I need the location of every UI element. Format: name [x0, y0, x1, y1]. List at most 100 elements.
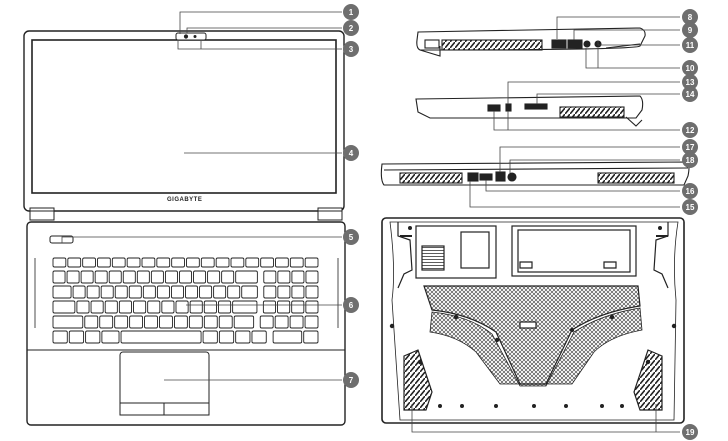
- svg-text:6: 6: [349, 301, 354, 310]
- keyboard-key: [179, 270, 192, 284]
- rear-vent-right: [597, 172, 675, 184]
- svg-text:17: 17: [686, 143, 695, 152]
- side2-vent: [559, 106, 625, 118]
- webcam-led: [193, 35, 197, 38]
- keyboard-key: [133, 300, 147, 314]
- svg-text:14: 14: [686, 90, 695, 99]
- webcam-module: [175, 32, 207, 41]
- keyboard-key: [277, 300, 291, 314]
- side2-sd-slot: [524, 103, 548, 110]
- keyboard-key: [175, 300, 189, 314]
- bottom-chassis: [381, 217, 685, 424]
- keyboard-key: [173, 315, 188, 329]
- keyboard-key: [289, 257, 304, 268]
- side1-slot: [424, 39, 440, 49]
- keyboard-key: [221, 270, 235, 284]
- keyboard-key: [104, 300, 118, 314]
- keyboard-key: [213, 285, 227, 299]
- callout-badge-7: 7: [343, 372, 359, 388]
- callout-badge-4: 4: [343, 145, 359, 161]
- display-panel: [31, 39, 337, 194]
- keyboard-key: [72, 285, 86, 299]
- svg-text:10: 10: [686, 64, 695, 73]
- callout-badge-12: 12: [682, 122, 698, 138]
- keyboard-key: [291, 270, 305, 284]
- keyboard-key: [52, 285, 72, 299]
- callout-badge-5: 5: [343, 229, 359, 245]
- callout-badge-3: 3: [343, 41, 359, 57]
- keyboard-key: [86, 285, 100, 299]
- keyboard-key: [289, 315, 304, 329]
- keyboard-key: [161, 300, 175, 314]
- keyboard-key: [68, 330, 85, 344]
- svg-text:19: 19: [686, 428, 695, 437]
- rear-vent-left: [399, 172, 463, 184]
- rear-view: [380, 161, 690, 186]
- keyboard-key: [263, 270, 277, 284]
- keyboard-key: [218, 330, 235, 344]
- keyboard-key: [232, 300, 258, 314]
- keyboard-key: [199, 285, 213, 299]
- keyboard-key: [171, 257, 185, 268]
- keyboard-key: [114, 315, 129, 329]
- keyboard-key: [52, 270, 66, 284]
- side1-audio-1: [583, 40, 591, 48]
- keyboard-key: [52, 300, 76, 314]
- callout-badge-17: 17: [682, 139, 698, 155]
- keyboard-key: [262, 300, 276, 314]
- keyboard-key: [156, 285, 170, 299]
- keyboard-key: [203, 300, 217, 314]
- keyboard-key: [259, 315, 274, 329]
- keyboard-key: [185, 285, 199, 299]
- callout-badge-10: 10: [682, 60, 698, 76]
- keyboard-key: [136, 270, 150, 284]
- keyboard-key: [305, 285, 319, 299]
- keyboard-key: [141, 257, 156, 268]
- svg-text:2: 2: [349, 24, 354, 33]
- side1-usb-a-2: [567, 39, 583, 49]
- keyboard-key: [233, 315, 255, 329]
- keyboard-key: [203, 315, 218, 329]
- svg-text:12: 12: [686, 126, 695, 135]
- bottom-speaker-right: [633, 349, 663, 411]
- bottom-small-vent: [421, 245, 445, 271]
- keyboard-key: [260, 257, 274, 268]
- keyboard-key: [235, 330, 251, 344]
- keyboard-key: [85, 330, 101, 344]
- keyboard-key: [241, 285, 258, 299]
- bottom-view: [381, 217, 685, 424]
- keyboard-key: [128, 285, 142, 299]
- keyboard-key: [170, 285, 184, 299]
- svg-text:13: 13: [686, 78, 695, 87]
- bottom-label-plate: [519, 321, 537, 329]
- callout-badge-16: 16: [682, 183, 698, 199]
- touchpad-left-button: [119, 402, 165, 416]
- keyboard-key: [186, 257, 200, 268]
- svg-text:5: 5: [349, 233, 354, 242]
- rear-port-2: [479, 173, 493, 181]
- keyboard-key: [164, 270, 178, 284]
- side1-vent: [441, 39, 543, 51]
- keyboard-key: [291, 285, 305, 299]
- side2-port-1: [487, 104, 501, 112]
- webcam-lens: [183, 34, 189, 39]
- callout-badge-9: 9: [682, 22, 698, 38]
- callout-badge-18: 18: [682, 152, 698, 168]
- power-button: [49, 235, 74, 244]
- keyboard-key: [263, 285, 277, 299]
- keyboard-key: [90, 300, 104, 314]
- keyboard-key: [150, 270, 164, 284]
- hinge-right: [317, 207, 343, 221]
- touchpad-right-button: [163, 402, 210, 416]
- keyboard-key: [76, 300, 90, 314]
- keyboard-key: [305, 270, 319, 284]
- svg-text:1: 1: [349, 8, 354, 17]
- callout-badge-1: 1: [343, 4, 359, 20]
- keyboard-key: [218, 300, 232, 314]
- rear-port-1: [467, 172, 479, 182]
- svg-text:18: 18: [686, 156, 695, 165]
- svg-text:4: 4: [349, 149, 354, 158]
- bottom-access-window: [460, 231, 490, 269]
- keyboard-key: [277, 285, 291, 299]
- callout-badge-15: 15: [682, 199, 698, 215]
